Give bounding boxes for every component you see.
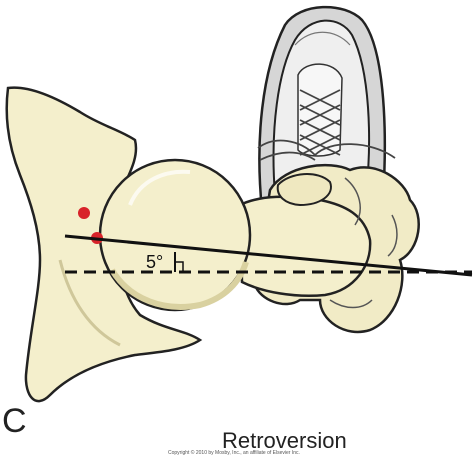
femoral-neck-axis-line <box>64 234 473 277</box>
sneaker-tongue <box>297 63 343 157</box>
femur-condyle-detail <box>329 177 398 309</box>
panel-letter: C <box>2 402 27 440</box>
femur-illustration <box>238 163 420 333</box>
femoral-head-shadow <box>109 261 249 310</box>
sneaker-laces <box>257 89 396 161</box>
femoral-head-illustration <box>98 158 252 312</box>
femur-trochanter <box>276 173 332 207</box>
sneaker-illustration <box>257 5 396 217</box>
acetabular-marker-upper <box>78 207 90 219</box>
pelvis-shading <box>58 259 121 347</box>
femur-shaft <box>238 195 372 298</box>
copyright-notice: Copyright © 2010 by Mosby, Inc., an affi… <box>168 450 300 456</box>
figure-caption: Retroversion <box>222 428 347 453</box>
sneaker-toe-stitch <box>294 31 351 46</box>
angle-right-mark <box>175 261 184 272</box>
angle-label: 5° <box>146 252 163 272</box>
femoral-head-highlight <box>128 169 191 206</box>
